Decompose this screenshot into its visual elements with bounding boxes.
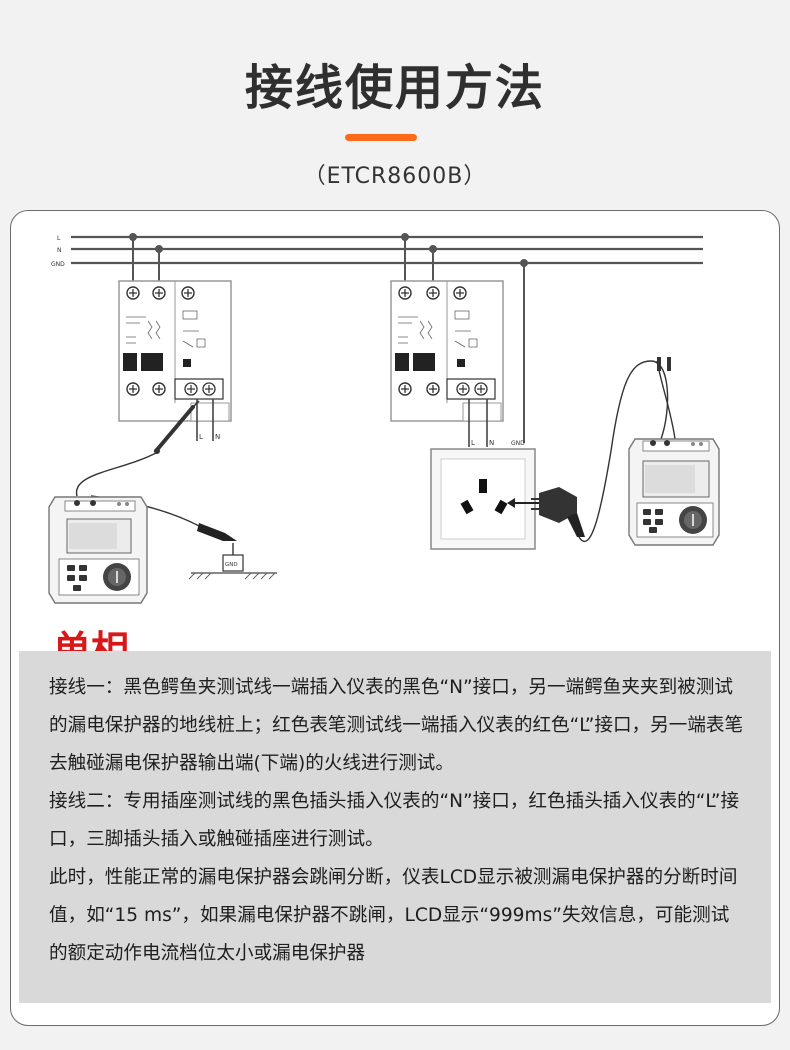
- plug-lead-2: [656, 360, 676, 440]
- plug-lead: [578, 360, 669, 543]
- socket-label-n: N: [489, 439, 494, 447]
- left-output-label-n: N: [215, 433, 220, 441]
- instructions-box: 接线一：黑色鳄鱼夹测试线一端插入仪表的黑色“N”接口，另一端鳄鱼夹夹到被测试的漏…: [19, 651, 771, 1003]
- socket-label-gnd: GND: [511, 440, 525, 447]
- wall-socket: [430, 448, 536, 550]
- right-output-wires: [468, 399, 488, 447]
- instruction-wiring-two: 接线二：专用插座测试线的黑色插头插入仪表的“N”接口，红色插头插入仪表的“L”接…: [49, 791, 740, 850]
- bus-label-n: N: [57, 247, 62, 254]
- left-output-wires: [196, 399, 214, 441]
- bus-lines: [71, 235, 703, 265]
- ground-stake: GND: [188, 554, 277, 580]
- right-feed-wires: [401, 233, 528, 443]
- ground-label: GND: [225, 562, 238, 568]
- right-tester-meter: [628, 438, 720, 546]
- wiring-diagram: L N GND: [48, 233, 720, 604]
- left-tester-meter: [48, 496, 148, 604]
- insert-arrow: [507, 498, 539, 508]
- three-pin-plug: [531, 487, 585, 537]
- title-underline: [345, 134, 417, 141]
- bus-label-gnd: GND: [51, 261, 65, 268]
- instruction-wiring-one: 接线一：黑色鳄鱼夹测试线一端插入仪表的黑色“N”接口，另一端鳄鱼夹夹到被测试的漏…: [49, 677, 744, 774]
- left-rcd-breaker: [118, 280, 232, 422]
- red-probe: [154, 400, 200, 454]
- right-rcd-breaker: [390, 280, 504, 422]
- model-number: （ETCR8600B）: [303, 164, 487, 189]
- probe-lead: [75, 452, 157, 497]
- wiring-card: L N GND: [10, 210, 780, 1026]
- alligator-clip: [197, 523, 237, 556]
- page-title: 接线使用方法: [244, 60, 545, 116]
- left-output-label-l: L: [199, 433, 203, 441]
- lead-connectors: [657, 357, 671, 371]
- instruction-result: 此时，性能正常的漏电保护器会跳闸分断，仪表LCD显示被测漏电保护器的分断时间值，…: [49, 867, 738, 964]
- socket-label-l: L: [471, 439, 475, 447]
- bus-label-l: L: [57, 235, 61, 242]
- left-feed-wires: [129, 233, 163, 283]
